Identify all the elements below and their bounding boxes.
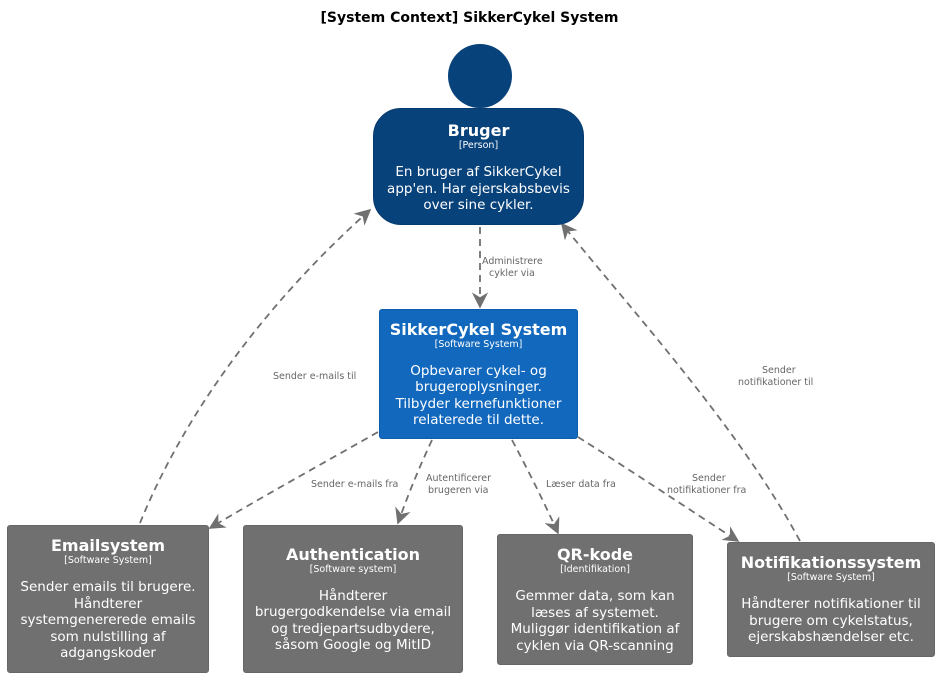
edge-label-sender-notif-til-1: Sender [762, 365, 796, 376]
diagram-title: [System Context] SikkerCykel System [320, 10, 619, 26]
node-description: Håndterer brugergodkendelse via email og… [254, 587, 452, 654]
node-title: Notifikationssystem [740, 553, 922, 573]
person-bruger[interactable]: Bruger [Person] En bruger af SikkerCykel… [373, 108, 584, 225]
node-description: Gemmer data, som kan læses af systemet. … [510, 588, 680, 654]
edge-label-administrere: Administrere [482, 256, 543, 267]
edge-notif-to-bruger [560, 222, 801, 542]
edge-label-sender-notif-fra-2: notifikationer fra [667, 485, 746, 496]
node-type: [Software System] [787, 572, 875, 584]
edge-label-brugeren-via: brugeren via [428, 485, 489, 496]
edge-system-to-qr [511, 439, 560, 535]
node-title: QR-kode [556, 545, 634, 564]
system-sikkercykel[interactable]: SikkerCykel System [Software System] Opb… [379, 309, 578, 439]
node-title: Bruger [447, 121, 510, 141]
edge-system-to-email [208, 431, 379, 529]
node-title: Authentication [286, 544, 420, 564]
edge-label-sender-emails-til: Sender e-mails til [273, 371, 356, 382]
node-type: [Software System] [434, 338, 523, 350]
node-type: [Software system] [309, 563, 397, 575]
edge-label-sender-emails-fra: Sender e-mails fra [311, 479, 398, 490]
node-type: [Software System] [64, 555, 152, 567]
system-qr-kode[interactable]: QR-kode [Identifikation] Gemmer data, so… [497, 534, 693, 665]
node-description: En bruger af SikkerCykel app'en. Har eje… [387, 164, 570, 214]
system-emailsystem[interactable]: Emailsystem [Software System] Sender ema… [7, 525, 209, 673]
edge-label-cykler-via: cykler via [489, 268, 535, 279]
person-head-icon [448, 44, 512, 108]
node-title: Emailsystem [50, 536, 165, 556]
system-notifikationssystem[interactable]: Notifikationssystem [Software System] Hå… [727, 542, 935, 657]
edge-label-sender-notif-fra-1: Sender [692, 473, 726, 484]
node-type: [Person] [458, 140, 499, 152]
node-description: Opbevarer cykel- og brugeroplysninger. T… [395, 362, 562, 429]
edge-label-laeser-data-fra: Læser data fra [546, 479, 616, 490]
node-type: [Identifikation] [560, 564, 630, 575]
node-description: Sender emails til brugere. Håndterer sys… [20, 579, 196, 662]
node-description: Håndterer notifikationer til brugere om … [741, 596, 921, 646]
edge-label-sender-notif-til-2: notifikationer til [738, 377, 813, 388]
edge-system-to-notif [577, 436, 740, 542]
system-authentication[interactable]: Authentication [Software system] Håndter… [243, 525, 463, 673]
edge-email-to-bruger [139, 208, 372, 524]
node-title: SikkerCykel System [389, 319, 568, 339]
edge-label-autentificerer: Autentificerer [426, 473, 491, 484]
